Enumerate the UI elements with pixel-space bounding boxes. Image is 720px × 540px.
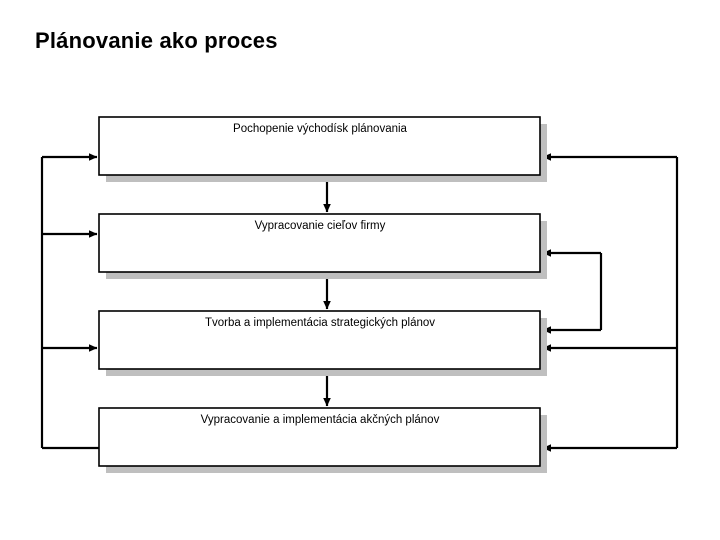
left-feedback-group (40, 153, 99, 450)
process-box-2[interactable]: Vypracovanie cieľov firmy (98, 213, 547, 279)
process-box-1-label: Pochopenie východísk plánovania (233, 123, 408, 135)
process-box-4-body[interactable] (98, 407, 541, 467)
process-box-3-label: Tvorba a implementácia strategických plá… (205, 317, 435, 329)
right-outer-feedback-group (542, 153, 679, 452)
process-box-1[interactable]: Pochopenie východísk plánovania (98, 116, 547, 182)
page-title: Plánovanie ako proces (35, 28, 278, 53)
right-inner-feedback-group (542, 249, 603, 334)
process-box-4-label: Vypracovanie a implementácia akčných plá… (201, 414, 440, 426)
process-box-2-body[interactable] (98, 213, 541, 273)
process-box-3[interactable]: Tvorba a implementácia strategických plá… (98, 310, 547, 376)
process-box-2-label: Vypracovanie cieľov firmy (255, 220, 386, 232)
process-box-3-body[interactable] (98, 310, 541, 370)
process-box-4[interactable]: Vypracovanie a implementácia akčných plá… (98, 407, 547, 473)
process-box-1-body[interactable] (98, 116, 541, 176)
